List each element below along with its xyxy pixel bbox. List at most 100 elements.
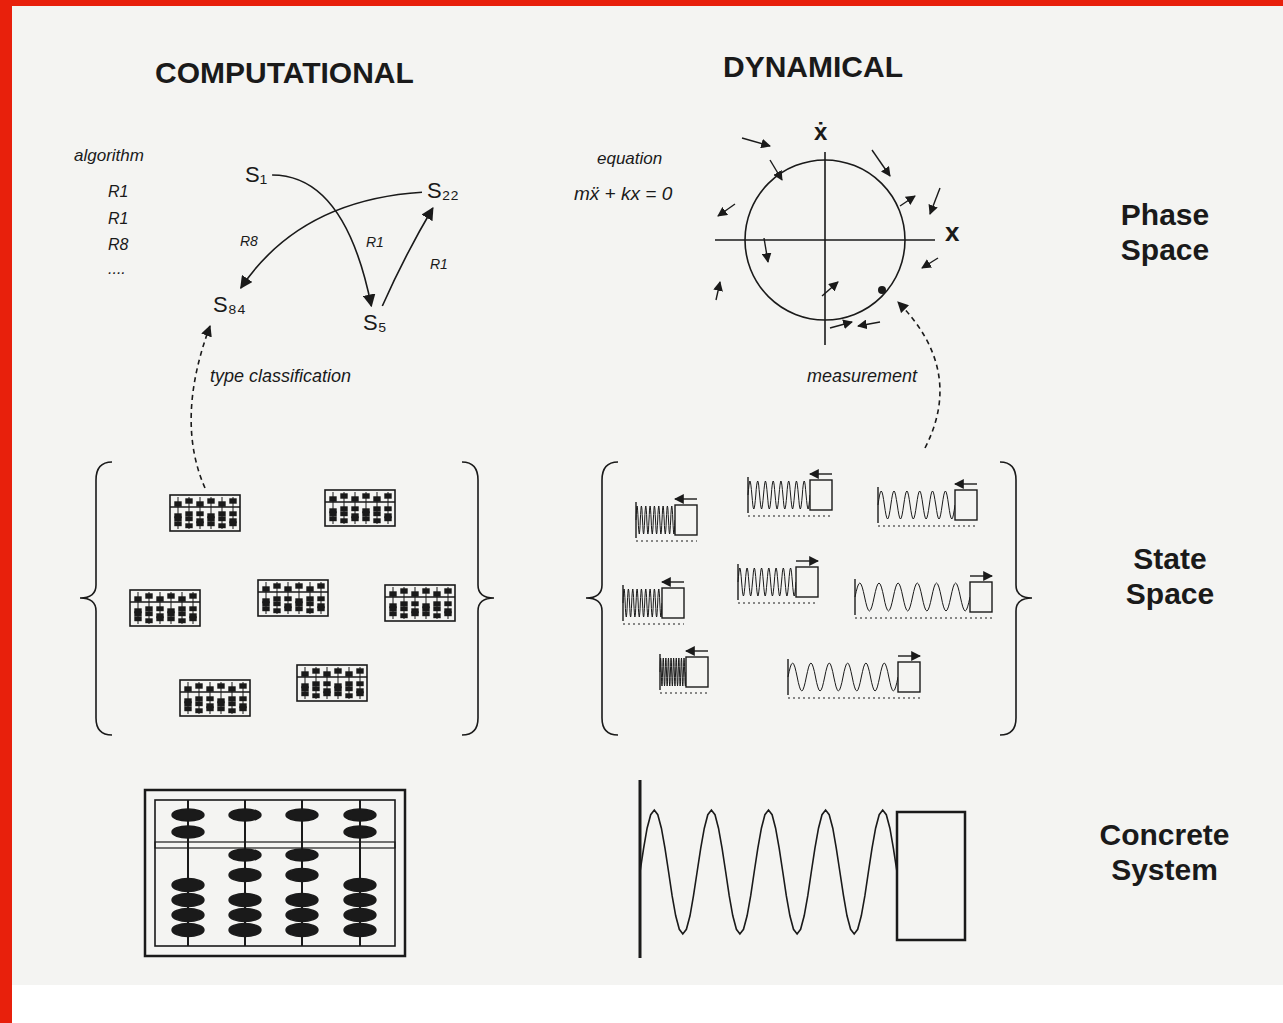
row-heading: State Space bbox=[1105, 542, 1235, 611]
column-heading: DYNAMICAL bbox=[723, 50, 903, 85]
motion-arrow bbox=[662, 581, 684, 582]
bead bbox=[286, 809, 318, 821]
axis-label: x bbox=[945, 218, 959, 248]
bead bbox=[229, 924, 261, 937]
bead bbox=[434, 607, 440, 611]
mass-box bbox=[970, 582, 992, 612]
spring-coil bbox=[640, 810, 897, 934]
bead bbox=[285, 607, 291, 611]
flow-arrow bbox=[872, 150, 890, 176]
bead bbox=[219, 502, 225, 506]
bead bbox=[263, 587, 269, 591]
caption-label: equation bbox=[597, 149, 662, 169]
bead bbox=[196, 709, 202, 713]
dotted-base bbox=[660, 693, 708, 694]
spring-coil bbox=[660, 658, 686, 686]
bead bbox=[302, 672, 308, 676]
bead bbox=[186, 517, 192, 521]
bead bbox=[229, 697, 235, 701]
bead bbox=[263, 607, 269, 611]
bead bbox=[390, 607, 396, 611]
bead bbox=[135, 617, 141, 621]
spring-coil bbox=[738, 568, 796, 596]
bead bbox=[146, 607, 152, 611]
flow-arrow bbox=[900, 196, 915, 206]
state-label: S₈₄ bbox=[213, 292, 246, 318]
bead bbox=[412, 612, 418, 616]
bead bbox=[135, 612, 141, 616]
bead bbox=[318, 597, 324, 601]
bead bbox=[172, 894, 204, 907]
bead bbox=[196, 702, 202, 706]
bead bbox=[423, 612, 429, 616]
bead bbox=[274, 609, 280, 613]
ellipsis: .... bbox=[108, 260, 126, 278]
bead bbox=[374, 519, 380, 523]
rule-label: R1 bbox=[428, 256, 450, 272]
bead bbox=[179, 619, 185, 623]
state-node: S₅ bbox=[360, 308, 390, 338]
mass-box bbox=[898, 662, 920, 692]
bead bbox=[401, 607, 407, 611]
bead bbox=[179, 597, 185, 601]
flow-arrow bbox=[830, 322, 852, 328]
bead bbox=[352, 507, 358, 511]
dashed-arrow bbox=[191, 326, 210, 488]
bead bbox=[286, 924, 318, 937]
bead bbox=[229, 909, 261, 922]
bead bbox=[423, 589, 429, 593]
abacus-frame bbox=[130, 590, 200, 626]
bead bbox=[185, 707, 191, 711]
state-node: S₂₂ bbox=[424, 176, 462, 206]
abacus-frame bbox=[155, 800, 395, 946]
dotted-base bbox=[878, 526, 977, 527]
bead bbox=[344, 924, 376, 937]
motion-arrow bbox=[686, 650, 708, 651]
bead bbox=[197, 522, 203, 526]
bead bbox=[412, 602, 418, 606]
bead bbox=[172, 879, 204, 892]
bead bbox=[146, 612, 152, 616]
bead bbox=[346, 694, 352, 698]
bead bbox=[307, 597, 313, 601]
bead bbox=[263, 602, 269, 606]
bead bbox=[374, 507, 380, 511]
bead bbox=[357, 682, 363, 686]
bead bbox=[401, 614, 407, 618]
row-heading: Phase Space bbox=[1100, 198, 1230, 267]
dotted-base bbox=[623, 624, 684, 625]
bead bbox=[197, 512, 203, 516]
bead bbox=[307, 602, 313, 606]
bead bbox=[285, 587, 291, 591]
state-label: S₁ bbox=[245, 162, 267, 188]
bead bbox=[240, 684, 246, 688]
bead bbox=[344, 879, 376, 892]
bead bbox=[229, 869, 261, 882]
state-dot bbox=[878, 286, 886, 294]
bead bbox=[218, 707, 224, 711]
flow-arrow bbox=[922, 258, 938, 268]
flow-arrow bbox=[930, 188, 940, 214]
flow-arrow bbox=[764, 238, 768, 262]
bead bbox=[146, 619, 152, 623]
bead bbox=[175, 517, 181, 521]
bead bbox=[185, 702, 191, 706]
abacus-frame bbox=[170, 495, 240, 531]
bead bbox=[274, 602, 280, 606]
bead bbox=[157, 597, 163, 601]
bead bbox=[240, 707, 246, 711]
state-node: S₈₄ bbox=[210, 290, 249, 320]
brace bbox=[586, 462, 618, 735]
transition-arrow bbox=[272, 175, 371, 306]
bead bbox=[412, 592, 418, 596]
state-node: S₁ bbox=[242, 160, 270, 190]
motion-arrow bbox=[970, 575, 992, 576]
bead bbox=[313, 687, 319, 691]
bead bbox=[229, 809, 261, 821]
motion-arrow bbox=[796, 560, 818, 561]
bead bbox=[346, 687, 352, 691]
bead bbox=[346, 682, 352, 686]
mass-box bbox=[662, 588, 684, 618]
bead bbox=[302, 692, 308, 696]
bead bbox=[390, 592, 396, 596]
